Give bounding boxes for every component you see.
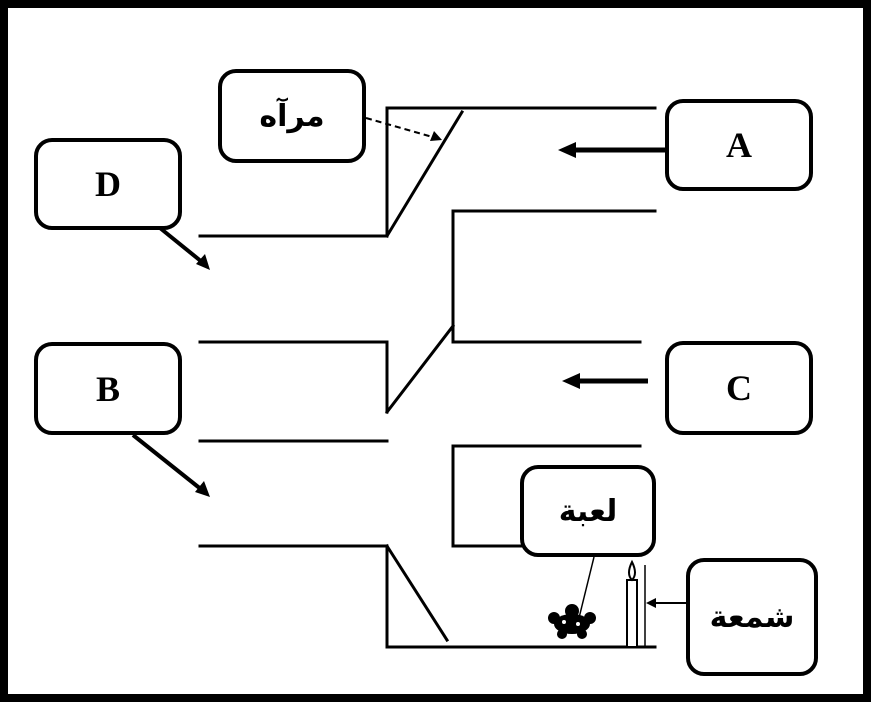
candle-label-box: شمعة <box>686 558 818 676</box>
mirror-label-box: مرآه <box>218 69 366 163</box>
toy-label-box: لعبة <box>520 465 656 557</box>
pointer-b <box>131 433 204 492</box>
pointer-d-head <box>196 254 210 270</box>
pointer-d <box>158 226 204 264</box>
mirror-line <box>384 543 450 643</box>
pointer-b-head <box>195 481 210 497</box>
toy-pointer <box>577 556 595 623</box>
label-b: B <box>95 368 120 409</box>
arrow-a-head <box>558 142 576 158</box>
label-c: C <box>726 368 752 408</box>
arrow-c-head <box>562 373 580 389</box>
toy-label: لعبة <box>558 493 618 529</box>
label-d: D <box>95 164 121 204</box>
mirror-pointer-head <box>430 131 442 141</box>
label-box-c: C <box>665 341 813 435</box>
label-box-b: B <box>34 342 182 435</box>
mirror-label: مرآه <box>259 98 325 134</box>
candle-shape <box>626 559 638 648</box>
toy-shape <box>548 604 596 639</box>
mirror-line <box>384 323 456 415</box>
candle-pointer-head <box>646 598 656 608</box>
mirror-line <box>384 109 465 239</box>
label-box-d: D <box>34 138 182 230</box>
label-a: A <box>726 125 752 165</box>
label-box-a: A <box>665 99 813 191</box>
mirror-pointer <box>365 117 437 139</box>
candle-label: شمعة <box>709 599 795 635</box>
